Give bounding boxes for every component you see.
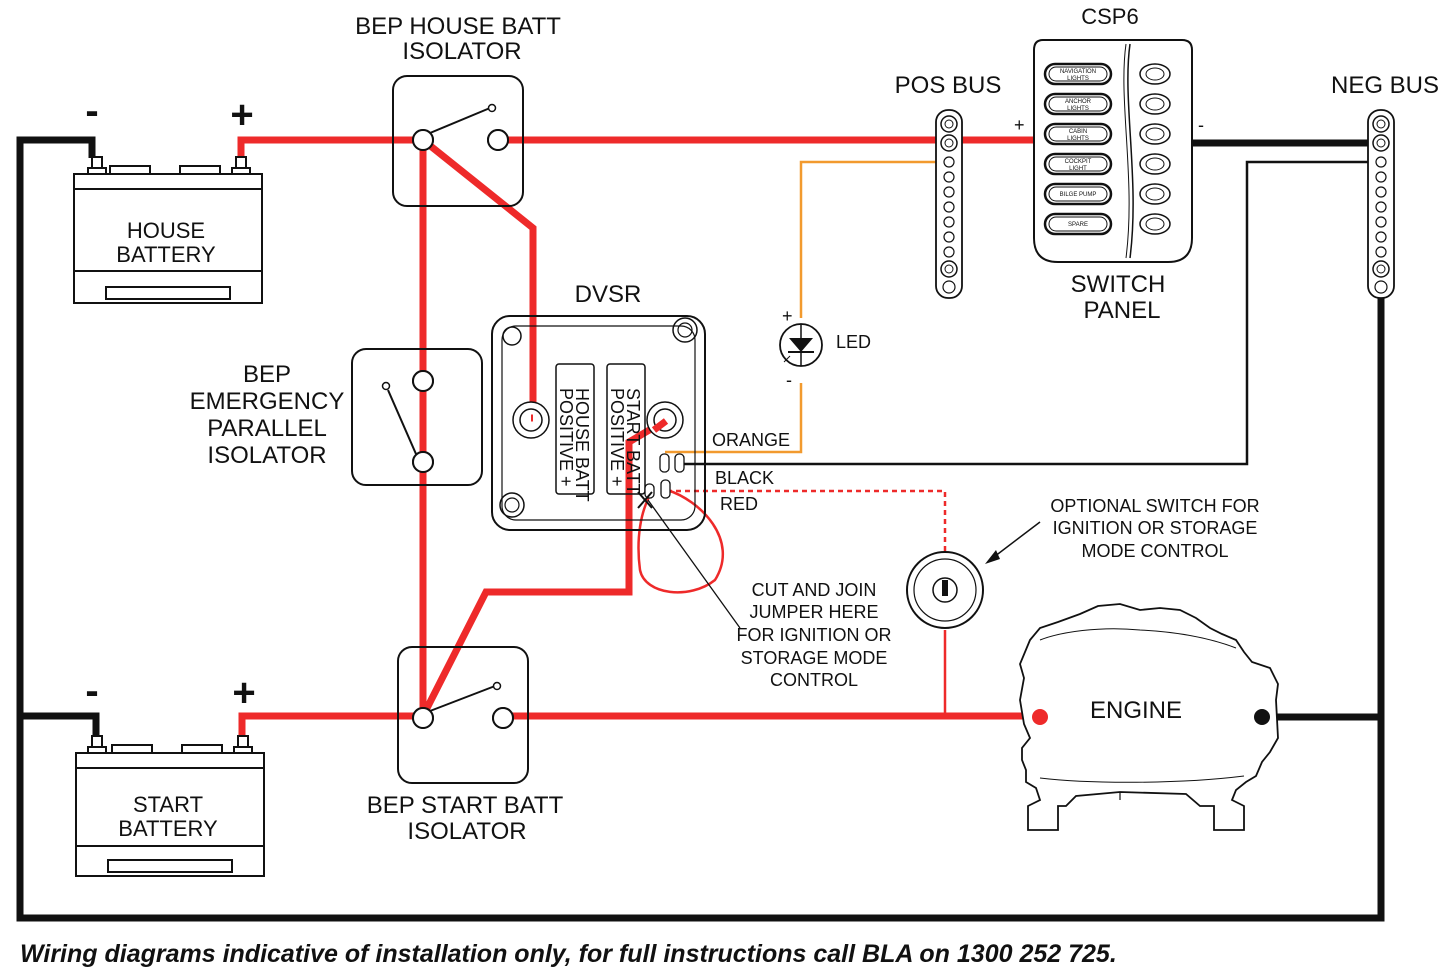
rocker-switch[interactable] (1139, 123, 1171, 145)
house-battery-plus: + (230, 93, 253, 137)
jumper-note: CUT AND JOIN JUMPER HERE FOR IGNITION OR… (647, 499, 892, 690)
switch-label-plate (1043, 182, 1113, 206)
switch-rows: NAVIGATIONLIGHTSANCHORLIGHTSCABINLIGHTSC… (1043, 62, 1171, 236)
pos-bus-label: POS BUS (895, 72, 1002, 99)
led-to-pos-bus-wire (799, 160, 940, 318)
ignition-dashed-wire (667, 489, 947, 553)
switch-label-text: LIGHTS (1067, 136, 1089, 142)
switch-label-plate (1043, 122, 1113, 146)
start-isolator-label-1: BEP START BATT (367, 792, 564, 819)
switch-label-plate (1043, 152, 1113, 176)
optional-switch-label-2: IGNITION OR STORAGE (1053, 518, 1258, 538)
house-battery-minus: - (85, 89, 98, 133)
wire-red-label: RED (720, 494, 758, 514)
house-isolator-label-2: ISOLATOR (402, 38, 521, 65)
terminal-overlays (412, 129, 514, 729)
emergency-isolator-label-4: ISOLATOR (207, 442, 326, 469)
wire-orange-label: ORANGE (712, 430, 790, 450)
engine-label: ENGINE (1090, 697, 1182, 724)
led: LED + - (779, 306, 871, 390)
dvsr-black-wire (680, 160, 1372, 466)
switch-panel-plus: + (1014, 115, 1025, 135)
start-negative-wire (20, 712, 100, 738)
dvsr-start-terminal-label-2: POSITIVE + (607, 388, 627, 487)
house-battery: HOUSE BATTERY - + (73, 89, 263, 304)
switch-label-text: SPARE (1068, 222, 1088, 228)
switch-label-text: LIGHTS (1067, 106, 1089, 112)
switch-label-text: NAVIGATION (1060, 69, 1096, 75)
switch-label-plate (1043, 212, 1113, 236)
dvsr-start-terminal-label-1: START BATT (623, 388, 643, 495)
house-isolator-label-1: BEP HOUSE BATT (355, 13, 561, 40)
jumper-note-label-4: STORAGE MODE (741, 648, 888, 668)
footer-disclaimer: Wiring diagrams indicative of installati… (20, 940, 1117, 968)
switch-label-text: LIGHT (1069, 166, 1087, 172)
start-isolator[interactable]: BEP START BATT ISOLATOR (367, 646, 564, 845)
led-plus: + (782, 306, 793, 326)
neg-bus: NEG BUS - (1198, 72, 1439, 299)
rocker-switch[interactable] (1139, 93, 1171, 115)
house-battery-label-1: HOUSE (127, 218, 205, 243)
start-positive-wire (238, 712, 423, 738)
switch-label-plate (1043, 92, 1113, 116)
pos-bus: POS BUS + (895, 72, 1025, 299)
led-label: LED (836, 332, 871, 352)
house-isolator[interactable]: BEP HOUSE BATT ISOLATOR (355, 13, 561, 207)
emergency-isolator[interactable]: BEP EMERGENCY PARALLEL ISOLATOR (190, 348, 483, 486)
switch-panel-label-2: PANEL (1084, 297, 1161, 324)
jumper-note-label-3: FOR IGNITION OR (737, 625, 892, 645)
switch-label-text: COCKPIT (1065, 159, 1092, 165)
switch-row: BILGE PUMP (1043, 182, 1171, 206)
house-isolator-to-dvsr (420, 137, 537, 418)
csp6-switch-panel: NAVIGATIONLIGHTSANCHORLIGHTSCABINLIGHTSC… (1033, 4, 1193, 324)
negative-wiring (16, 136, 1385, 922)
start-battery-minus: - (85, 669, 98, 713)
dvsr-house-terminal-label-2: POSITIVE + (556, 388, 576, 487)
start-battery-label-1: START (133, 792, 203, 817)
switch-panel-minus: - (1198, 115, 1204, 135)
switch-label-plate (1043, 62, 1113, 86)
rocker-switch[interactable] (1139, 63, 1171, 85)
emergency-isolator-label-1: BEP (243, 361, 291, 388)
house-positive-wire (237, 136, 423, 156)
optional-switch-label-1: OPTIONAL SWITCH FOR (1050, 496, 1259, 516)
led-minus: - (786, 370, 792, 390)
switch-label-text: LIGHTS (1067, 76, 1089, 82)
switch-label-text: ANCHOR (1065, 99, 1092, 105)
orange-led-wire (665, 383, 803, 454)
switch-label-text: CABIN (1069, 129, 1087, 135)
neg-bus-label: NEG BUS (1331, 72, 1439, 99)
wire-black-label: BLACK (715, 468, 774, 488)
jumper-note-label-1: CUT AND JOIN (752, 580, 877, 600)
switch-label-text: BILGE PUMP (1060, 192, 1097, 198)
start-battery-label-2: BATTERY (118, 816, 218, 841)
engine: ENGINE (1019, 603, 1279, 831)
dvsr-house-terminal-label-1: HOUSE BATT (572, 388, 592, 502)
emergency-isolator-label-2: EMERGENCY (190, 388, 345, 415)
dvsr: HOUSE BATT POSITIVE + START BATT POSITIV… (491, 281, 706, 531)
rocker-switch[interactable] (1139, 183, 1171, 205)
dvsr-label: DVSR (575, 281, 642, 308)
house-negative-wire (16, 136, 1385, 922)
rocker-switch[interactable] (1139, 153, 1171, 175)
house-battery-label-2: BATTERY (116, 242, 216, 267)
jumper-note-label-2: JUMPER HERE (749, 602, 878, 622)
rocker-switch[interactable] (1139, 213, 1171, 235)
switch-row: SPARE (1043, 212, 1171, 236)
ignition-switch[interactable]: OPTIONAL SWITCH FOR IGNITION OR STORAGE … (906, 496, 1260, 629)
start-battery-plus: + (232, 671, 255, 715)
emergency-isolator-label-3: PARALLEL (207, 415, 327, 442)
jumper-note-label-5: CONTROL (770, 670, 858, 690)
csp6-label: CSP6 (1081, 4, 1138, 29)
switch-panel-label-1: SWITCH (1071, 271, 1166, 298)
start-isolator-to-dvsr (419, 418, 665, 718)
start-isolator-label-2: ISOLATOR (407, 818, 526, 845)
start-battery: START BATTERY - + (75, 669, 265, 877)
optional-switch-label-3: MODE CONTROL (1081, 541, 1228, 561)
